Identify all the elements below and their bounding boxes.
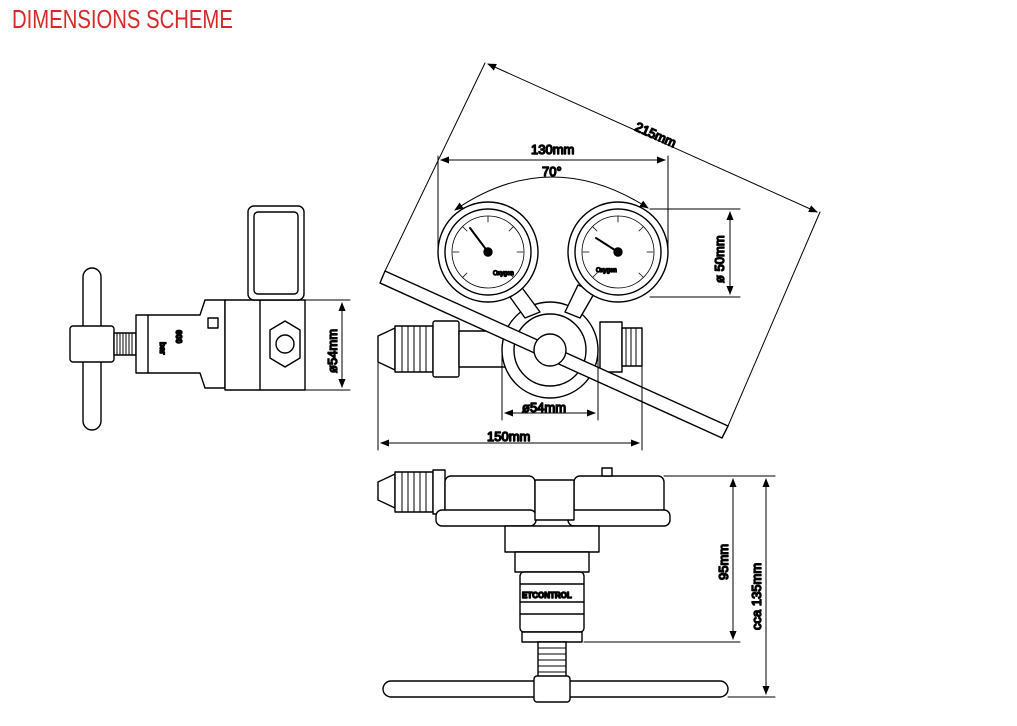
bottom-brand-label: ETCONTROL: [522, 591, 572, 600]
dim-body-diameter-front: ø54mm: [522, 400, 566, 415]
dim-length-215: 215mm: [633, 119, 679, 150]
right-gauge-label: Oxygen: [596, 268, 617, 274]
dim-height-135: cca 135mm: [749, 563, 764, 630]
side-label-text: bar: [158, 342, 167, 354]
dim-angle-70: 70°: [542, 164, 562, 179]
left-gauge-label: Oxygen: [493, 271, 514, 277]
side-gauge: [247, 205, 305, 301]
left-gauge: Oxygen: [437, 201, 539, 303]
bottom-view: ETCONTROL: [377, 467, 776, 703]
dim-body-diameter-side: ø54mm: [325, 329, 340, 373]
side-view: bar 600: [69, 205, 351, 431]
dim-height-95: 95mm: [716, 544, 731, 580]
front-view: Oxygen Oxygen: [377, 62, 821, 451]
dim-width-130: 130mm: [531, 142, 574, 157]
right-gauge: Oxygen: [567, 201, 669, 303]
dim-gauge-diameter: ø 50mm: [712, 235, 727, 283]
dim-length-150: 150mm: [487, 429, 530, 444]
page-title: DIMENSIONS SCHEME: [12, 4, 233, 34]
side-label-number: 600: [174, 330, 183, 344]
